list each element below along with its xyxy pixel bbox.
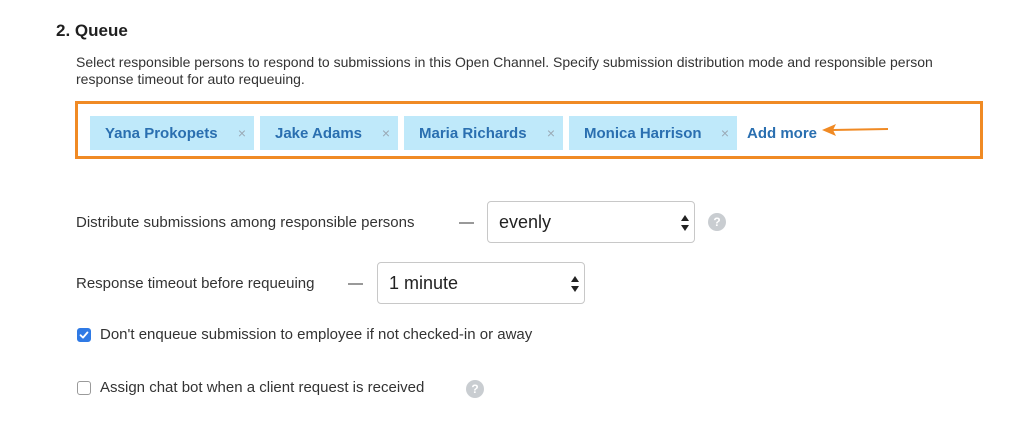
checkmark-icon (79, 331, 89, 339)
distribution-mode-value: evenly (499, 211, 552, 232)
distribute-dash: — (459, 214, 474, 231)
remove-person-icon[interactable]: × (546, 125, 555, 141)
add-more-link[interactable]: Add more (747, 125, 818, 142)
person-tag-maria-richards: Maria Richards × (404, 116, 563, 150)
distribution-mode-select[interactable]: evenly (487, 201, 695, 243)
person-tag-monica-harrison: Monica Harrison × (569, 116, 737, 150)
remove-person-icon[interactable]: × (381, 125, 390, 141)
remove-person-icon[interactable]: × (720, 125, 729, 141)
person-tag-jake-adams: Jake Adams × (260, 116, 398, 150)
distribute-label: Distribute submissions among responsible… (76, 214, 415, 231)
responsible-persons-box: Yana Prokopets × Jake Adams × Maria Rich… (75, 101, 983, 159)
section-title: 2. Queue (56, 21, 128, 40)
remove-person-icon[interactable]: × (237, 125, 246, 141)
distribute-help-icon[interactable]: ? (708, 213, 726, 231)
timeout-label: Response timeout before requeuing (76, 275, 315, 292)
chat-bot-help-icon[interactable]: ? (466, 380, 484, 398)
person-name: Yana Prokopets (105, 124, 218, 142)
person-name: Monica Harrison (584, 124, 702, 142)
up-down-arrows-icon (681, 215, 689, 231)
chat-bot-label: Assign chat bot when a client request is… (100, 379, 425, 396)
person-name: Jake Adams (275, 124, 362, 142)
section-description: Select responsible persons to respond to… (76, 54, 933, 87)
person-name: Maria Richards (419, 124, 527, 142)
response-timeout-select[interactable]: 1 minute (377, 262, 585, 304)
no-enqueue-checkbox[interactable] (77, 328, 91, 342)
chat-bot-checkbox[interactable] (77, 381, 91, 395)
arrow-left-icon (822, 124, 889, 136)
response-timeout-value: 1 minute (389, 272, 459, 293)
no-enqueue-label: Don't enqueue submission to employee if … (100, 326, 533, 343)
up-down-arrows-icon (571, 276, 579, 292)
timeout-dash: — (348, 275, 363, 292)
person-tag-yana-prokopets: Yana Prokopets × (90, 116, 254, 150)
